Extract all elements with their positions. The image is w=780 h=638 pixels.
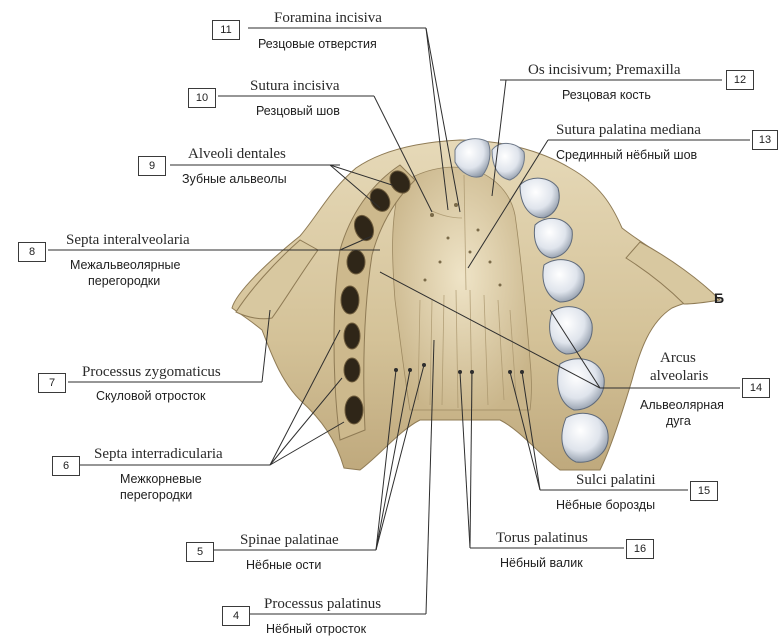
label-10-russian: Резцовый шов [256,104,340,119]
label-14-number: 14 [742,378,770,398]
label-12-russian: Резцовая кость [562,88,651,103]
label-4-russian: Нёбный отросток [266,622,366,637]
label-14-russian-2: дуга [666,414,691,429]
label-8-number: 8 [18,242,46,262]
label-10-number: 10 [188,88,216,108]
label-15-number: 15 [690,481,718,501]
label-9-russian: Зубные альвеолы [182,172,287,187]
label-4-number: 4 [222,606,250,626]
label-5-number: 5 [186,542,214,562]
label-8-russian: Межальвеолярные [70,258,180,273]
label-5-russian: Нёбные ости [246,558,321,573]
label-7-number: 7 [38,373,66,393]
label-6-latin: Septa interradicularia [94,446,223,462]
label-11-russian: Резцовые отверстия [258,37,377,52]
label-13-russian: Срединный нёбный шов [556,148,697,163]
label-11-number: 11 [212,20,240,40]
label-14-latin-2: alveolaris [650,368,708,384]
label-11-latin: Foramina incisiva [274,10,382,26]
label-16-number: 16 [626,539,654,559]
label-13-latin: Sutura palatina mediana [556,122,701,138]
label-13-number: 13 [752,130,778,150]
label-7-russian: Скуловой отросток [96,389,205,404]
label-14-latin: Arcus [660,350,696,366]
label-12-latin: Os incisivum; Premaxilla [528,62,680,78]
label-6-russian-2: перегородки [120,488,192,503]
label-7-latin: Processus zygomaticus [82,364,221,380]
figure-letter: Б [714,290,724,306]
label-9-latin: Alveoli dentales [188,146,286,162]
label-15-russian: Нёбные борозды [556,498,655,513]
label-6-russian: Межкорневые [120,472,202,487]
label-6-number: 6 [52,456,80,476]
label-15-latin: Sulci palatini [576,472,656,488]
label-5-latin: Spinae palatinae [240,532,339,548]
label-14-russian: Альвеолярная [640,398,724,413]
label-9-number: 9 [138,156,166,176]
label-10-latin: Sutura incisiva [250,78,340,94]
label-12-number: 12 [726,70,754,90]
label-16-russian: Нёбный валик [500,556,583,571]
label-16-latin: Torus palatinus [496,530,588,546]
label-4-latin: Processus palatinus [264,596,381,612]
label-8-latin: Septa interalveolaria [66,232,190,248]
label-8-russian-2: перегородки [88,274,160,289]
